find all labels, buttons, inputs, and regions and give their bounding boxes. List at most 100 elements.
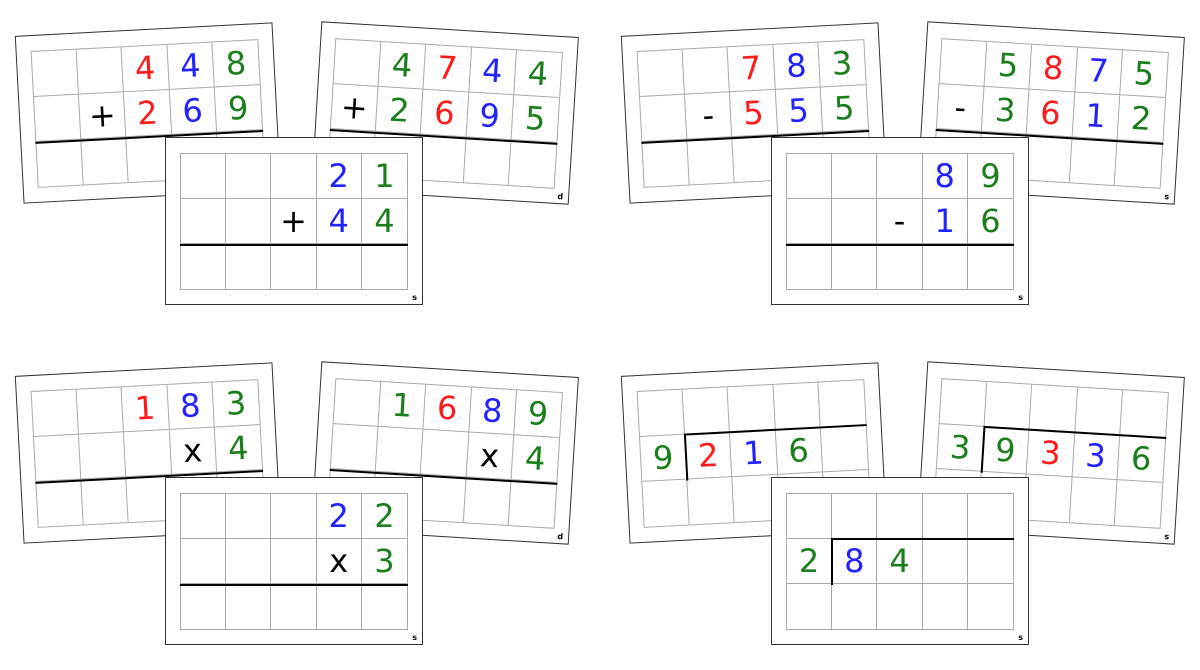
grid-cell: 6	[169, 87, 217, 135]
grid-cell	[36, 479, 84, 527]
grid-cell: 1	[378, 381, 427, 430]
grid-cell	[1115, 140, 1163, 188]
card-corner-label: s	[412, 633, 417, 642]
card-corner-label: d	[557, 532, 564, 542]
grid-cell	[181, 199, 227, 244]
division-bracket-top	[831, 538, 1014, 540]
card-corner-label: s	[1018, 293, 1023, 302]
grid-cell: 8	[922, 154, 968, 199]
grid-cell	[682, 387, 731, 435]
grid-cell: 4	[378, 41, 427, 90]
grid-cell: 5	[730, 89, 778, 138]
grid-cell	[34, 434, 82, 482]
grid-cell: 6	[1027, 89, 1075, 138]
grid-cell	[832, 584, 878, 629]
grid-cell	[34, 94, 82, 142]
grid-cell: 2	[361, 494, 407, 539]
grid-cell	[939, 379, 988, 427]
grid-cell: 4	[121, 44, 170, 93]
grid-cell	[226, 199, 272, 244]
grid-cell	[509, 480, 557, 528]
grid-cell	[181, 154, 227, 199]
grid-cell	[642, 479, 690, 527]
grid-cell	[271, 584, 317, 629]
grid-cell: 5	[511, 95, 560, 143]
grid-cell	[1069, 477, 1118, 526]
grid-cell	[687, 137, 735, 185]
grid-cell	[787, 584, 833, 629]
grid-cell	[787, 199, 833, 244]
grid-cell: 1	[922, 199, 968, 244]
grid-cell: +	[79, 92, 127, 140]
grid-cell	[1024, 474, 1073, 523]
grid-cell: 2	[316, 154, 362, 199]
grid-cell: 4	[468, 47, 517, 96]
grid-cell	[271, 154, 317, 199]
grid-cell: 8	[832, 539, 878, 584]
grid-cell: 7	[1074, 47, 1123, 96]
grid-cell: +	[271, 199, 317, 244]
grid-cell	[181, 539, 227, 584]
grid-cell	[818, 380, 866, 428]
result-line	[180, 584, 408, 586]
grid-cell	[181, 244, 227, 289]
grid-cell: 8	[468, 387, 517, 436]
grid-cell: 9	[640, 434, 688, 482]
grid-cell: 3	[212, 380, 260, 428]
grid-cell: 8	[1029, 44, 1078, 93]
grid-cell	[642, 139, 690, 187]
grid-cell: 5	[775, 87, 823, 135]
grid-cell	[418, 134, 467, 183]
grid-cell: x	[466, 432, 515, 481]
grid-cell: 2	[124, 89, 172, 138]
grid-cell	[375, 426, 424, 475]
grid-cell	[362, 244, 407, 289]
grid-cell	[333, 39, 382, 87]
grid-cell: 9	[466, 92, 515, 141]
grid-cell: 3	[1027, 429, 1075, 478]
grid-cell	[76, 387, 125, 435]
grid-cell: 4	[511, 435, 560, 483]
grid-cell: 4	[877, 539, 923, 584]
grid-cell	[181, 494, 227, 539]
grid-cell	[877, 154, 923, 199]
grid-cell: +	[330, 84, 379, 132]
grid-cell: 6	[423, 384, 472, 433]
grid-cell: 1	[730, 429, 778, 478]
grid-cell	[968, 584, 1013, 629]
grid-cell	[81, 137, 129, 185]
grid-cell: -	[685, 92, 733, 140]
grid-cell	[330, 424, 379, 472]
grid-cell	[922, 494, 968, 539]
grid-cell	[877, 244, 923, 289]
grid-cell: 6	[421, 89, 469, 138]
grid-cell	[1120, 390, 1168, 438]
grid-cell: 1	[361, 154, 407, 199]
grid-cell: 6	[1117, 435, 1166, 483]
card-corner-label: d	[557, 192, 564, 202]
grid-cell	[1029, 384, 1078, 433]
card-corner-label: s	[1164, 192, 1170, 202]
grid-cell	[923, 584, 968, 629]
result-line	[786, 244, 1014, 246]
grid-cell: 2	[375, 86, 424, 135]
grid-cell	[317, 244, 362, 289]
grid-cell: 8	[167, 382, 215, 430]
grid-cell	[333, 379, 382, 427]
grid-cell	[226, 584, 272, 629]
grid-cell	[362, 584, 407, 629]
grid-cell: 9	[967, 154, 1013, 199]
grid-cell	[984, 381, 1033, 430]
grid-cell: 4	[514, 50, 562, 98]
grid-cell	[181, 584, 227, 629]
grid-cell	[968, 244, 1013, 289]
grid-cell	[81, 477, 129, 525]
card-corner-label: s	[1164, 532, 1170, 542]
grid-cell	[1074, 387, 1123, 436]
